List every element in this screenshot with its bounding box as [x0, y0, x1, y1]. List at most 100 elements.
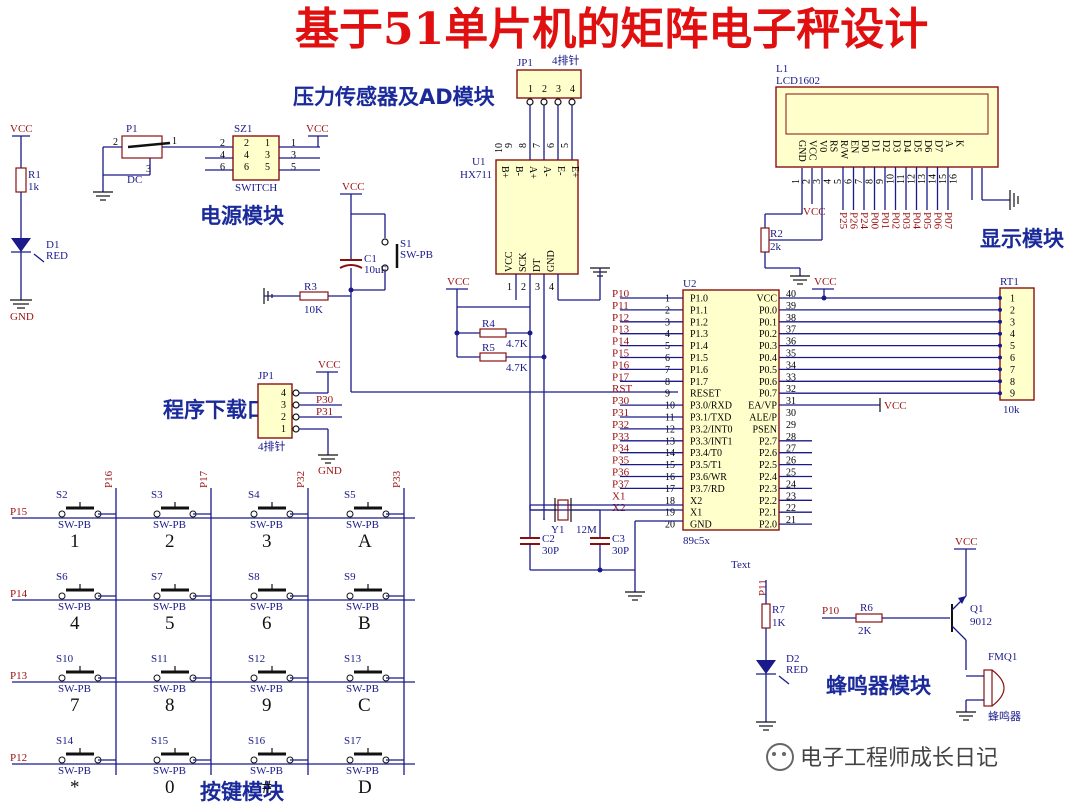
svg-text:2: 2	[220, 138, 225, 149]
u1-pin-label: GND	[546, 250, 557, 272]
svg-text:VCC: VCC	[803, 206, 826, 218]
u2-left-pin: P1.3	[690, 329, 708, 340]
lcd-pin-number: 13	[917, 174, 928, 184]
r7-ref: R7	[772, 604, 785, 616]
u2-left-pin-number: 17	[665, 484, 675, 495]
u2-89c5x: U2 89c5x P1.01P10P1.12P11P1.23P12P1.34P1…	[612, 276, 1012, 601]
d1-ref: D1	[46, 239, 59, 251]
fmq1-value: 蜂鸣器	[988, 709, 1021, 723]
c1-ref: C1	[364, 253, 377, 265]
key-switch-ref: S2	[56, 489, 68, 501]
u2-right-pin: P0.3	[759, 341, 777, 352]
u2-left-net: P13	[612, 324, 630, 336]
rt1-pin-number: 3	[1010, 317, 1015, 328]
u2-left-pin-number: 13	[665, 436, 675, 447]
fmq1-ref: FMQ1	[988, 651, 1017, 663]
u2-right-pin: ALE/P	[749, 413, 777, 424]
svg-text:2: 2	[244, 138, 249, 149]
u2-right-pin: P0.4	[759, 353, 777, 364]
r1-resistor	[15, 167, 27, 193]
u2-right-pin-number: 39	[786, 301, 796, 312]
lcd-pin-label: D3	[891, 140, 902, 152]
u2-right-pin-number: 37	[786, 325, 796, 336]
c3-ref: C3	[612, 533, 625, 545]
key-label: 6	[262, 613, 272, 634]
rt1-pin-number: 4	[1010, 329, 1015, 340]
key-switch-ref: S17	[344, 735, 362, 747]
y1-value: 12M	[576, 524, 597, 536]
u1-pin-label: E-	[555, 166, 566, 175]
svg-text:2: 2	[113, 137, 118, 148]
u2-left-pin: P1.7	[690, 377, 708, 388]
key-switch-type: SW-PB	[346, 683, 379, 695]
lcd-pin-label: RS	[828, 140, 839, 152]
lcd-pin-label: D5	[912, 140, 923, 152]
p1-ref: P1	[126, 123, 138, 135]
lcd-net-label: P03	[900, 212, 912, 230]
u2-right-pin: P2.4	[759, 472, 777, 483]
u2-right-pin-number: 36	[786, 337, 796, 348]
u2-right-pin: P2.0	[759, 520, 777, 531]
svg-text:4: 4	[244, 150, 249, 161]
key-switch-ref: S4	[248, 489, 260, 501]
lcd-pin-number: 7	[854, 179, 865, 184]
lcd-pin-label: D0	[859, 140, 870, 152]
svg-text:4: 4	[281, 388, 286, 399]
u1-pin-label: SCK	[518, 252, 529, 272]
u2-left-pin: X1	[690, 508, 702, 519]
s1-ref: S1	[400, 238, 412, 250]
key-label: 0	[165, 777, 175, 798]
key-switch-type: SW-PB	[58, 683, 91, 695]
q1-ref: Q1	[970, 603, 983, 615]
rt1-pin-number: 7	[1010, 365, 1015, 376]
svg-text:4: 4	[570, 84, 575, 95]
u2-left-pin-number: 5	[665, 341, 670, 352]
lcd-net-label: P02	[890, 212, 902, 229]
c3-value: 30P	[612, 545, 629, 557]
jp1-dl-value: 4排针	[258, 439, 286, 453]
u2-left-net: P31	[612, 407, 629, 419]
r6-resistor	[855, 613, 883, 623]
key-switch-type: SW-PB	[58, 519, 91, 531]
key-switch-type: SW-PB	[58, 601, 91, 613]
u2-right-pin-number: 26	[786, 456, 796, 467]
rt1-pin-number: 9	[1010, 389, 1015, 400]
d1-value: RED	[46, 250, 68, 262]
buzzer-module: Text P11 R7 1K D2 RED P10 R6 2K Q1 9012 …	[731, 536, 1021, 731]
lcd-pin-label: EN	[849, 140, 860, 153]
u2-left-net: P14	[612, 336, 630, 348]
u2-right-pin: P2.6	[759, 448, 777, 459]
key-switch-ref: S7	[151, 571, 163, 583]
u2-right-pin: P2.3	[759, 484, 777, 495]
u2-left-pin: X2	[690, 496, 702, 507]
u2-left-pin: P3.1/TXD	[690, 413, 731, 424]
lcd-net-label: P04	[911, 212, 923, 230]
key-switch-ref: S13	[344, 653, 362, 665]
svg-text:3: 3	[556, 84, 561, 95]
key-switch-type: SW-PB	[153, 601, 186, 613]
lcd-pin-number: 3	[812, 179, 823, 184]
crystal-circuit: Y1 12M C2 30P C3 30P	[520, 498, 683, 573]
watermark: 电子工程师成长日记	[766, 743, 998, 771]
r6-value: 2K	[858, 625, 872, 637]
u2-right-pin-number: 24	[786, 479, 796, 490]
u2-left-pin: P3.3/INT1	[690, 436, 733, 447]
lcd-pin-number: 2	[802, 179, 813, 184]
rt1-pin-number: 8	[1010, 377, 1015, 388]
u2-left-pin-number: 8	[665, 377, 670, 388]
u2-left-net: P34	[612, 443, 630, 455]
keypad-row-net: P14	[10, 588, 28, 600]
dl-net-p31: P31	[316, 406, 333, 418]
power-module: VCC R1 1k D1 RED GND P1 2 1 3 DC SZ1	[10, 123, 329, 323]
u2-right-pin-number: 25	[786, 468, 796, 479]
r3-ref: R3	[304, 281, 317, 293]
svg-text:3: 3	[265, 150, 270, 161]
sz1-switch	[232, 135, 280, 181]
u2-right-pin: P0.7	[759, 389, 777, 400]
u2-right-pin-number: 28	[786, 432, 796, 443]
lcd-pin-label: D7	[933, 140, 944, 152]
u2-left-net: P10	[612, 288, 630, 300]
u2-left-net: X1	[612, 490, 625, 502]
